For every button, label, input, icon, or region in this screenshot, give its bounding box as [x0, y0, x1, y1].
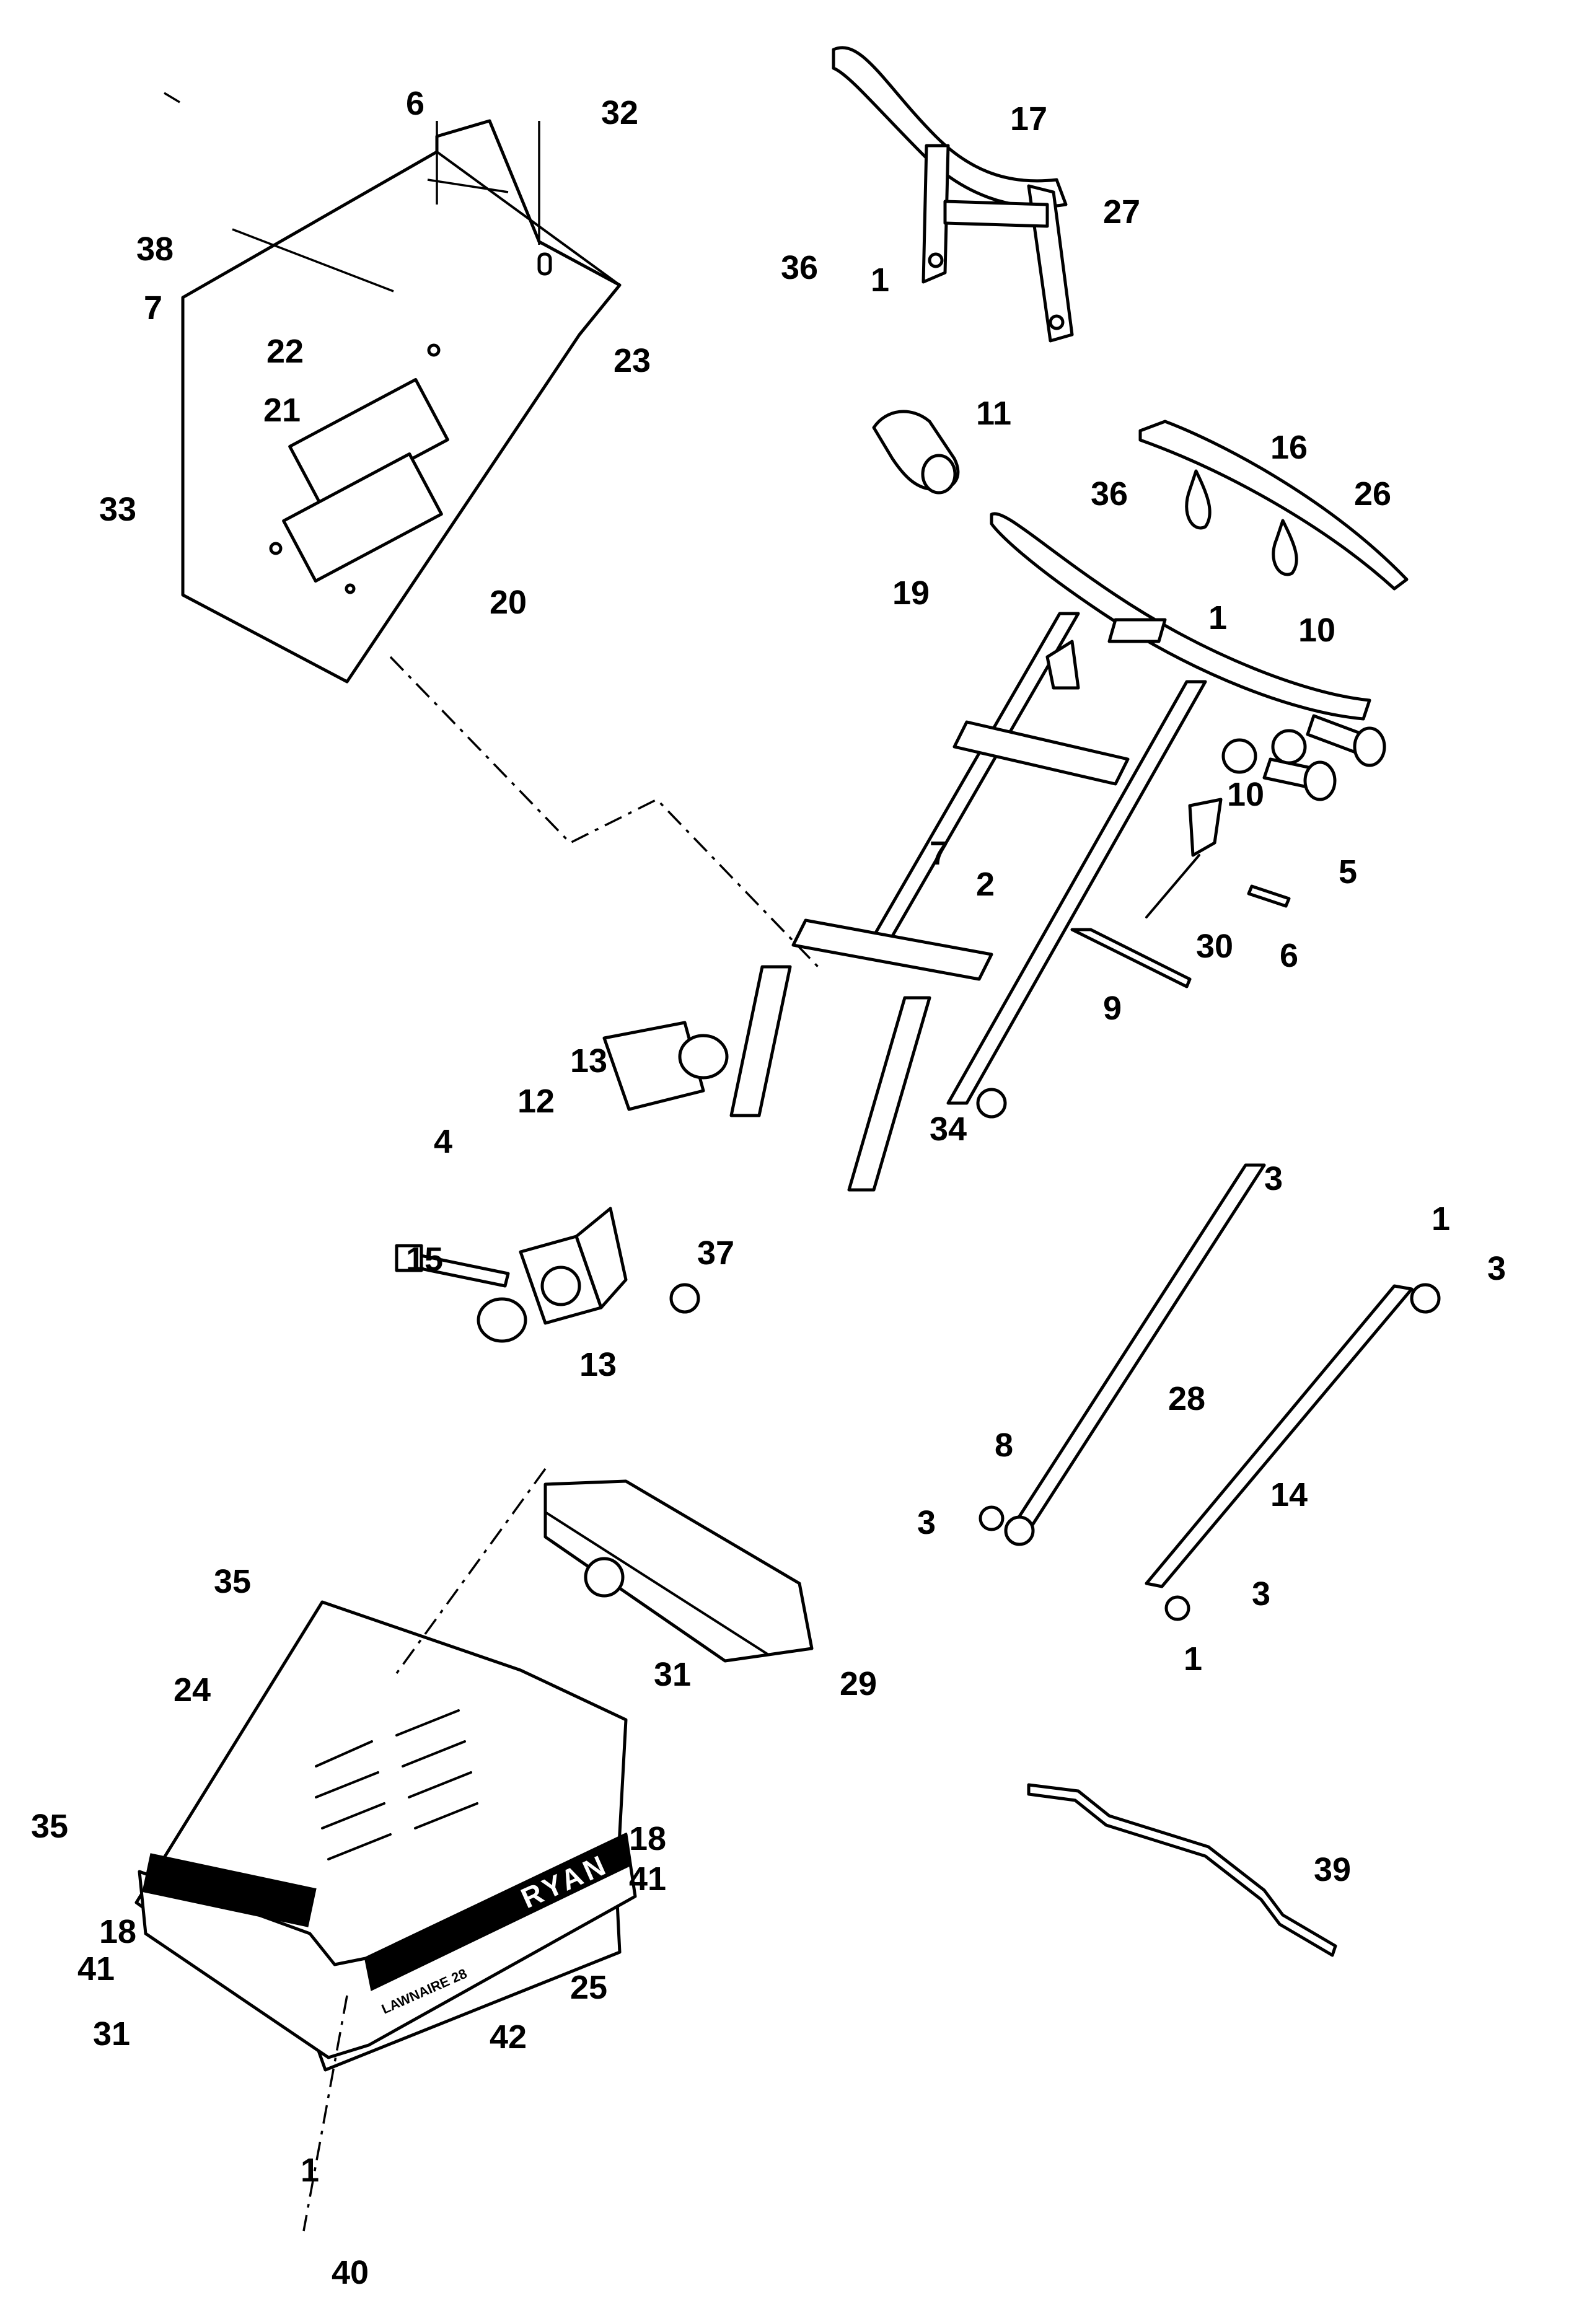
callout: 31 [654, 1656, 691, 1693]
callout: 41 [77, 1950, 115, 1987]
callout: 3 [1264, 1160, 1283, 1197]
callout: 12 [517, 1083, 555, 1120]
callout: 1 [301, 2152, 319, 2189]
callout: 18 [629, 1820, 666, 1857]
callout: 32 [601, 94, 638, 131]
callout: 13 [579, 1346, 617, 1383]
callout: 25 [570, 1969, 607, 2006]
callout: 4 [434, 1123, 452, 1160]
callout: 16 [1270, 429, 1308, 466]
callout: 7 [144, 289, 162, 327]
callout: 1 [871, 262, 889, 299]
callout: 11 [976, 395, 1011, 432]
callout: 29 [840, 1665, 877, 1702]
callout: 3 [917, 1504, 936, 1541]
lower-bracket-12-15 [395, 1021, 1007, 1343]
callout: 20 [490, 584, 527, 621]
grip-11 [872, 410, 960, 495]
callout: 6 [1280, 937, 1298, 974]
bolts-5-10 [1221, 714, 1386, 801]
callout: 17 [1010, 100, 1047, 138]
cover-plate-20 [181, 119, 622, 684]
callout: 39 [1314, 1851, 1351, 1888]
callout: 2 [976, 866, 995, 903]
callout: 6 [406, 85, 424, 122]
callout: 13 [570, 1042, 607, 1080]
handle-bar-17-27 [832, 46, 1074, 343]
engine-shroud-24: RYAN RYAN LAWNAIRE 28 [134, 1600, 637, 2072]
callout: 26 [1354, 475, 1391, 513]
callout: 21 [263, 392, 301, 429]
tube-29 [543, 1479, 814, 1663]
linkage-30 [1070, 798, 1291, 988]
callout: 1 [1208, 599, 1227, 636]
callout: 7 [930, 835, 948, 872]
callout: 30 [1196, 928, 1233, 965]
callout: 9 [1103, 990, 1122, 1027]
rod-14 [1145, 1283, 1441, 1621]
callout: 14 [1270, 1476, 1308, 1513]
callout: 1 [1432, 1200, 1450, 1238]
callout: 22 [266, 333, 304, 370]
handle-frame-19 [729, 512, 1371, 1192]
callout: 23 [614, 342, 651, 379]
callout: 35 [214, 1563, 251, 1600]
callout: 37 [697, 1235, 734, 1272]
callout: 1 [1184, 1640, 1202, 1678]
callout: 38 [136, 231, 174, 268]
callout: 10 [1227, 776, 1264, 813]
callout: 19 [892, 574, 930, 612]
callout: 18 [99, 1913, 136, 1950]
leader-lines [164, 92, 819, 2232]
callout: 28 [1168, 1380, 1205, 1417]
bracket-16-26 [1138, 420, 1409, 591]
callout: 40 [332, 2254, 369, 2291]
callout: 8 [995, 1427, 1013, 1464]
callout: 3 [1487, 1250, 1506, 1287]
callout: 10 [1298, 612, 1335, 649]
strap-39 [1027, 1783, 1337, 1957]
callout: 36 [1091, 475, 1128, 513]
callout: 5 [1339, 853, 1357, 891]
callout: 42 [490, 2018, 527, 2056]
callout: 15 [406, 1241, 443, 1278]
callout: 35 [31, 1808, 68, 1845]
callout: 31 [93, 2015, 130, 2053]
callout: 41 [629, 1860, 666, 1898]
callout: 36 [781, 249, 818, 286]
callout: 3 [1252, 1575, 1270, 1613]
callout: 34 [930, 1111, 967, 1148]
callout: 24 [174, 1671, 211, 1709]
rod-28 [979, 1163, 1266, 1546]
callout-labels: 6 32 38 7 22 23 21 33 20 17 27 36 1 11 1… [31, 85, 1506, 2291]
callout: 27 [1103, 193, 1140, 231]
callout: 33 [99, 491, 136, 528]
